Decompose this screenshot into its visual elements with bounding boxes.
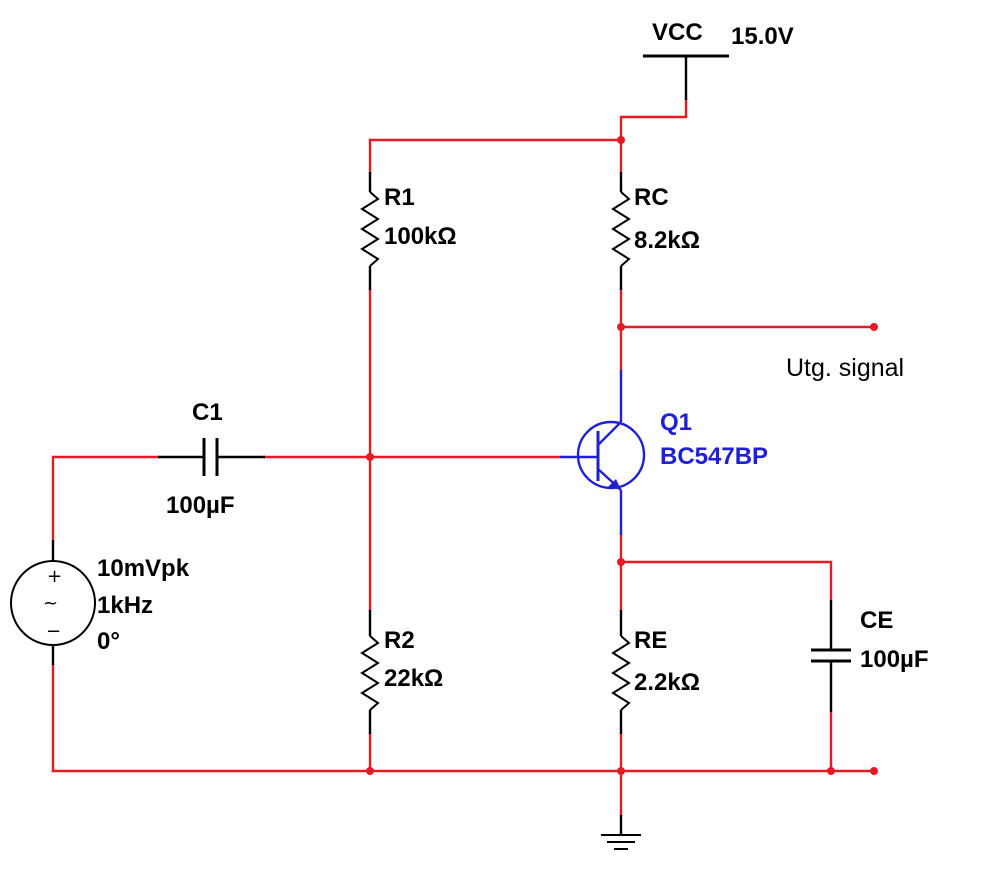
output-terminal[interactable]: [870, 323, 878, 331]
ce-name: CE: [860, 607, 893, 634]
vcc-supply[interactable]: VCC 15.0V: [643, 19, 794, 100]
junctions: [366, 136, 878, 775]
junction-output: [617, 323, 625, 331]
resistor-r2[interactable]: R2 22kΩ: [360, 610, 443, 734]
junction-ground-r2: [366, 767, 374, 775]
resistor-rc[interactable]: RC 8.2kΩ: [611, 172, 700, 290]
source-plus-sign: +: [47, 566, 62, 587]
q1-model: BC547BP: [660, 443, 768, 470]
r1-name: R1: [384, 184, 415, 211]
resistor-r1[interactable]: R1 100kΩ: [360, 172, 457, 290]
transistor-q1[interactable]: Q1 BC547BP: [560, 370, 768, 535]
source-frequency: 1kHz: [97, 592, 153, 619]
r2-zigzag: [360, 635, 380, 711]
resistor-re[interactable]: RE 2.2kΩ: [611, 610, 700, 734]
ac-source[interactable]: + ~ − 10mVpk 1kHz 0°: [10, 540, 190, 665]
vcc-value: 15.0V: [731, 23, 794, 50]
capacitor-ce[interactable]: CE 100µF: [811, 600, 929, 712]
q1-emitter-arrow: [608, 479, 621, 490]
source-phase: 0°: [97, 628, 120, 655]
source-minus-sign: −: [46, 621, 61, 642]
re-zigzag: [611, 635, 631, 711]
junction-top: [617, 136, 625, 144]
junction-ground-re: [617, 767, 625, 775]
r2-value: 22kΩ: [384, 665, 443, 692]
output-label: Utg. signal: [786, 354, 904, 382]
junction-emitter: [617, 558, 625, 566]
rc-name: RC: [634, 184, 669, 211]
r1-zigzag: [360, 191, 380, 267]
wires: [51, 98, 876, 817]
source-amplitude: 10mVpk: [97, 555, 190, 582]
source-wave-icon: ~: [43, 593, 58, 614]
r2-name: R2: [384, 627, 415, 654]
wire-vcc-step: [619, 98, 688, 142]
wire-input-left: [51, 455, 160, 542]
re-name: RE: [634, 627, 667, 654]
junction-base: [366, 453, 374, 461]
vcc-name: VCC: [652, 19, 703, 46]
c1-name: C1: [192, 399, 223, 426]
q1-name: Q1: [660, 409, 692, 436]
rc-value: 8.2kΩ: [634, 227, 700, 254]
q1-collector-diag: [597, 421, 622, 446]
junction-ground-ce: [827, 767, 835, 775]
re-value: 2.2kΩ: [634, 669, 700, 696]
capacitor-c1[interactable]: C1 100µF: [158, 399, 265, 519]
q1-body: [576, 420, 646, 490]
r1-value: 100kΩ: [384, 223, 457, 250]
c1-value: 100µF: [166, 492, 235, 519]
ce-value: 100µF: [860, 646, 929, 673]
ground-terminal[interactable]: [870, 767, 878, 775]
rc-zigzag: [611, 191, 631, 267]
ground-symbol: [601, 815, 641, 850]
wire-ce-top: [619, 560, 833, 602]
